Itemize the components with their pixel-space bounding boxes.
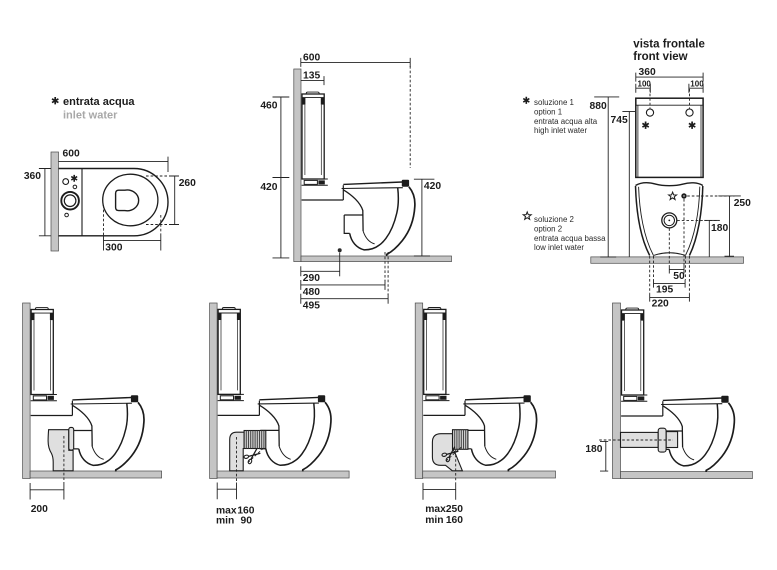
option2-line4: low inlet water bbox=[534, 243, 584, 252]
option1-line3: entrata acqua alta bbox=[534, 117, 598, 126]
v2-corrugated-connector bbox=[243, 429, 267, 450]
side-view: 600 135 460 420 420 290 480 495 bbox=[260, 52, 452, 312]
plan-fixture-outline bbox=[58, 167, 169, 237]
front-dim-width: 360 bbox=[639, 67, 656, 78]
plan-dim-seat-offset: 300 bbox=[105, 242, 122, 253]
plan-seat-ellipse bbox=[102, 173, 159, 227]
v4-floor bbox=[620, 471, 753, 479]
side-dim-cistern-height: 460 bbox=[260, 101, 277, 112]
option2-line3: entrata acqua bassa bbox=[534, 234, 606, 243]
inlet-water-legend: entrata acqua inlet water bbox=[51, 96, 135, 121]
option1-legend: soluzione 1 option 1 entrata acqua alta … bbox=[522, 95, 598, 135]
v2-max-value: 160 bbox=[237, 505, 254, 516]
v3-max-label: max bbox=[425, 504, 446, 515]
v4-wall bbox=[612, 302, 621, 479]
outlet-view-vertical: 200 bbox=[22, 302, 162, 515]
v3-min-label: min bbox=[425, 515, 443, 526]
front-bowl bbox=[634, 182, 704, 256]
v1-dim: 200 bbox=[31, 504, 48, 515]
v2-wall bbox=[209, 302, 218, 479]
v1-wc bbox=[29, 306, 145, 473]
v3-outlet-pipe bbox=[431, 429, 469, 483]
side-floor bbox=[300, 255, 452, 262]
side-fixing-screw bbox=[337, 248, 342, 253]
v3-floor bbox=[422, 470, 556, 479]
front-dim-total-height: 880 bbox=[590, 101, 607, 112]
option1-line4: high inlet water bbox=[534, 126, 587, 135]
side-dim-front-offset1: 480 bbox=[303, 287, 320, 298]
front-dim-hole-left: 100 bbox=[638, 80, 652, 89]
inlet-asterisk-icon bbox=[51, 96, 60, 106]
option2-legend: soluzione 2 option 2 entrata acqua bassa… bbox=[522, 211, 606, 252]
v1-outlet-pipe bbox=[47, 426, 75, 483]
front-view: vista frontale front view soluzione 1 op… bbox=[522, 39, 751, 310]
option1-line2: option 1 bbox=[534, 108, 562, 117]
side-dim-bowl-height-left: 420 bbox=[260, 182, 277, 193]
plan-view: 600 360 260 300 bbox=[24, 149, 196, 254]
v2-floor bbox=[216, 470, 350, 479]
front-hole-right bbox=[685, 108, 694, 117]
front-cistern bbox=[635, 97, 704, 179]
v1-floor bbox=[29, 470, 162, 479]
side-dim-depth: 600 bbox=[303, 52, 320, 63]
outlet-view-horizontal: 180 bbox=[585, 302, 753, 479]
plan-dim-width: 600 bbox=[63, 149, 80, 160]
front-dim-hole-right: 100 bbox=[690, 80, 704, 89]
front-dim-drain-offset: 195 bbox=[656, 285, 673, 296]
plan-dim-depth: 360 bbox=[24, 171, 41, 182]
front-low-inlet-star-icon bbox=[668, 191, 678, 201]
option1-line1: soluzione 1 bbox=[534, 98, 574, 107]
side-dim-front-offset2: 495 bbox=[303, 301, 320, 312]
outlet-view-short-flex: max 160 min 90 bbox=[209, 302, 350, 526]
outlet-view-long-flex: max 250 min 160 bbox=[414, 302, 556, 526]
v2-max-label: max bbox=[216, 505, 237, 516]
front-drain bbox=[661, 212, 678, 229]
inlet-legend-en: inlet water bbox=[63, 109, 118, 121]
v2-scissors-icon bbox=[241, 446, 263, 466]
option2-star-icon bbox=[522, 211, 532, 220]
v3-corrugated-connector bbox=[451, 429, 469, 450]
plan-bowl-opening bbox=[114, 189, 140, 212]
v4-outlet-pipe bbox=[599, 427, 679, 453]
side-wall bbox=[293, 68, 302, 262]
inlet-legend-it: entrata acqua bbox=[63, 96, 135, 108]
front-title-it: vista frontale bbox=[633, 39, 705, 51]
v3-max-value: 250 bbox=[446, 504, 463, 515]
front-dim-feet-width: 220 bbox=[652, 299, 669, 310]
front-dim-inlet-height: 745 bbox=[611, 115, 628, 126]
side-dim-bowl-height-right: 420 bbox=[424, 181, 441, 192]
v4-dim: 180 bbox=[585, 444, 602, 455]
plan-wall bbox=[50, 151, 59, 252]
option2-line1: soluzione 2 bbox=[534, 215, 574, 224]
option1-asterisk-icon bbox=[522, 95, 531, 105]
option2-line2: option 2 bbox=[534, 224, 562, 233]
v3-min-value: 160 bbox=[446, 515, 463, 526]
side-dim-cistern-depth: 135 bbox=[303, 71, 320, 82]
front-hole-left bbox=[645, 108, 655, 117]
front-floor bbox=[590, 256, 744, 264]
v2-outlet-pipe bbox=[229, 429, 267, 483]
v2-min-label: min bbox=[216, 515, 234, 526]
front-dim-low-inlet-height: 250 bbox=[734, 198, 751, 209]
side-dim-fixing-offset: 290 bbox=[303, 273, 320, 284]
plan-dim-seat-length: 260 bbox=[179, 178, 196, 189]
v3-wall bbox=[414, 302, 424, 479]
v2-min-value: 90 bbox=[241, 515, 253, 526]
plan-inlet-asterisk-icon bbox=[70, 174, 78, 183]
side-wc bbox=[300, 91, 416, 257]
front-dim-center-offset: 50 bbox=[673, 271, 685, 282]
front-title-en: front view bbox=[633, 51, 687, 63]
front-dim-drain-height: 180 bbox=[711, 223, 728, 234]
v1-wall bbox=[22, 302, 31, 479]
